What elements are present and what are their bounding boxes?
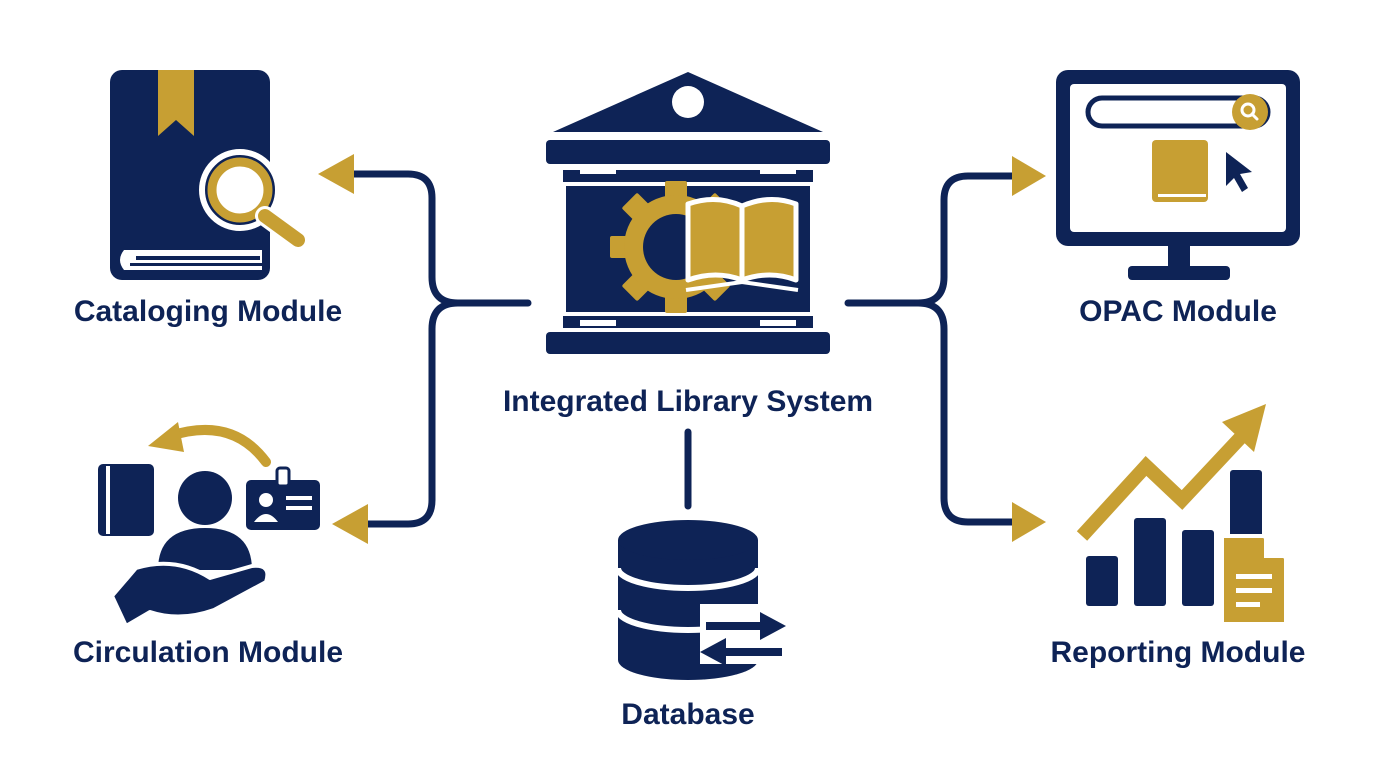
arrow-to-opac (1012, 156, 1046, 196)
database-sync-icon (615, 520, 790, 680)
book-magnifier-icon (110, 70, 308, 280)
database-label: Database (621, 698, 754, 731)
cataloging-label: Cataloging Module (74, 295, 342, 328)
connector-arrows (318, 154, 1046, 544)
monitor-search-icon (1056, 70, 1300, 280)
arrow-to-reporting (1012, 502, 1046, 542)
center-label: Integrated Library System (503, 385, 873, 418)
connector-to-circulation (348, 299, 462, 528)
library-building-gear-book-icon (546, 72, 830, 354)
book-user-hand-id-card-icon (98, 422, 320, 628)
opac-label: OPAC Module (1079, 295, 1277, 328)
circulation-label: Circulation Module (73, 636, 343, 669)
arrow-to-circulation (332, 504, 368, 544)
connector-to-opac (844, 172, 1024, 307)
connector-to-cataloging (348, 170, 532, 307)
bar-chart-trend-icon (1076, 404, 1288, 626)
connector-to-reporting (914, 299, 1024, 526)
connectors (348, 170, 1024, 528)
arrow-to-cataloging (318, 154, 354, 194)
reporting-label: Reporting Module (1051, 636, 1306, 669)
